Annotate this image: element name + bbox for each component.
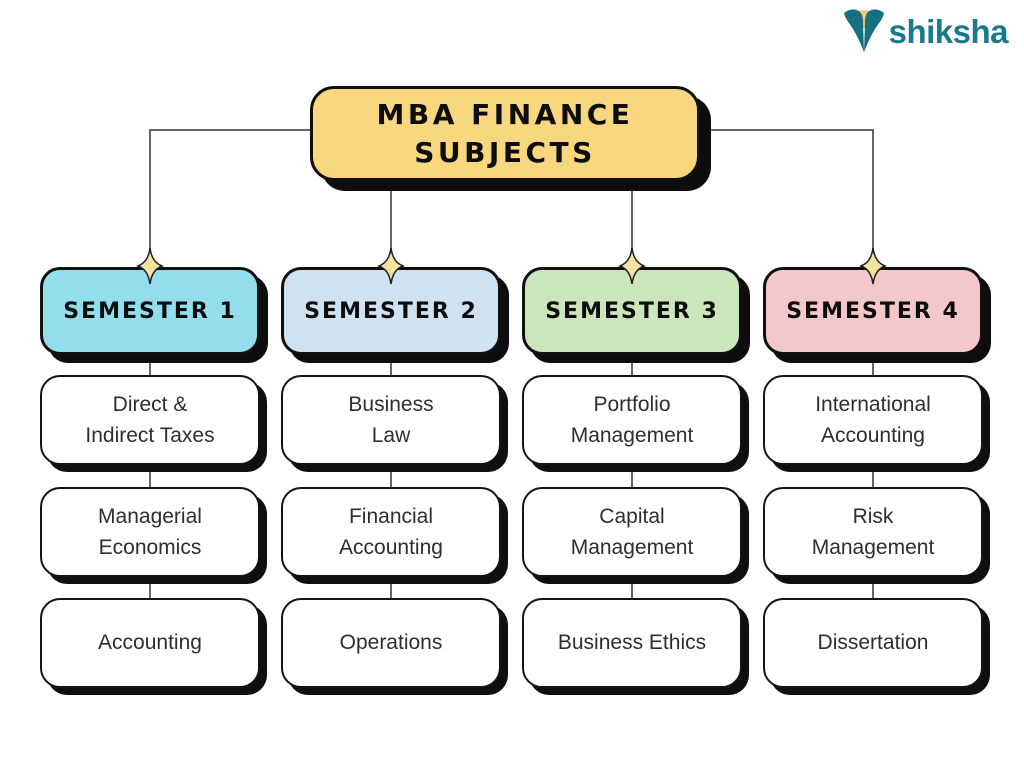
subject-label: Portfolio Management (570, 392, 694, 448)
subject-label: Risk Management (811, 504, 935, 560)
sparkle-icon (859, 247, 887, 285)
shiksha-logo-icon (843, 9, 884, 52)
subject-label: Business Law (348, 392, 434, 448)
page-title: MBA FINANCE SUBJECTS (376, 97, 634, 169)
shiksha-logo: shiksha (842, 8, 1009, 56)
subject-node: Financial Accounting (281, 487, 501, 577)
subject-label: Managerial Economics (98, 504, 202, 560)
shiksha-logo-text: shiksha (888, 13, 1009, 50)
subject-label: Operations (339, 631, 443, 655)
sparkle-icon (618, 247, 646, 285)
subject-node: Business Law (281, 375, 501, 465)
subject-node: Portfolio Management (522, 375, 742, 465)
semester-1-label: SEMESTER 1 (63, 298, 237, 324)
subject-label: Dissertation (817, 631, 929, 655)
subject-node: Managerial Economics (40, 487, 260, 577)
subject-label: International Accounting (815, 392, 931, 448)
subject-node: Direct & Indirect Taxes (40, 375, 260, 465)
subject-node: International Accounting (763, 375, 983, 465)
title-node: MBA FINANCE SUBJECTS (310, 86, 700, 181)
semester-2-label: SEMESTER 2 (304, 298, 478, 324)
sparkle-icon (377, 247, 405, 285)
subject-label: Capital Management (570, 504, 694, 560)
semester-3-label: SEMESTER 3 (545, 298, 719, 324)
subject-node: Operations (281, 598, 501, 688)
subject-label: Direct & Indirect Taxes (85, 392, 215, 448)
subject-node: Capital Management (522, 487, 742, 577)
sparkle-icon (136, 247, 164, 285)
subject-node: Accounting (40, 598, 260, 688)
subject-node: Dissertation (763, 598, 983, 688)
subject-label: Business Ethics (557, 631, 707, 655)
subject-node: Business Ethics (522, 598, 742, 688)
semester-4-label: SEMESTER 4 (786, 298, 960, 324)
subject-label: Financial Accounting (339, 504, 443, 560)
subject-label: Accounting (98, 631, 202, 655)
subject-node: Risk Management (763, 487, 983, 577)
